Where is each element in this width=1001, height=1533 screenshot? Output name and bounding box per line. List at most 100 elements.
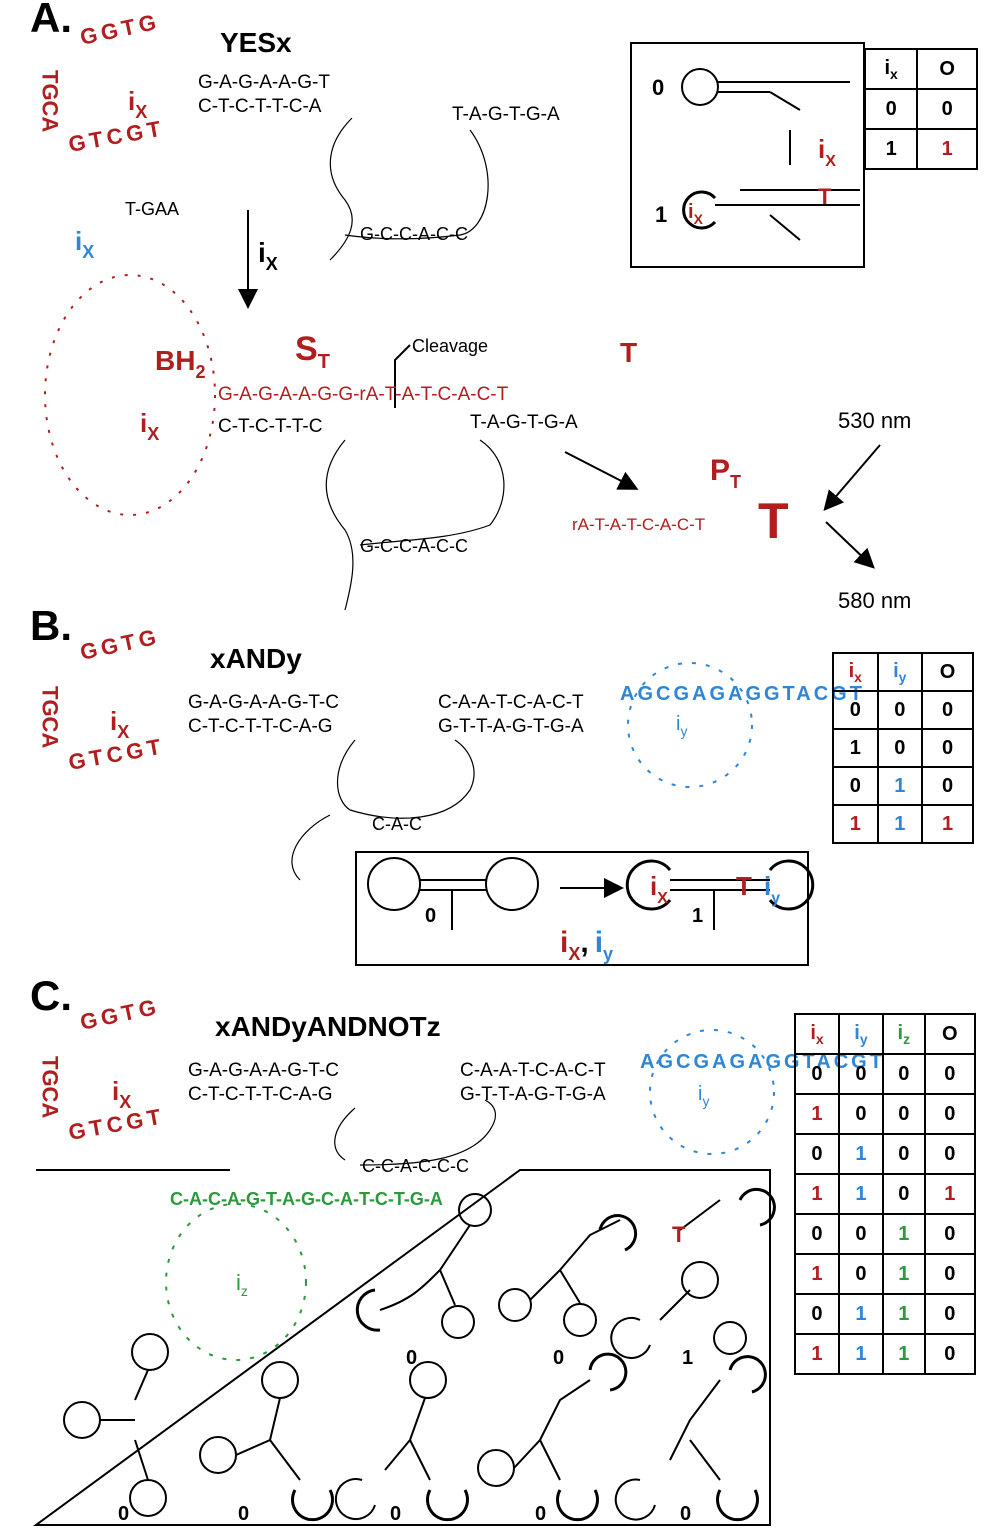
- truth-cell: 0: [923, 1053, 977, 1095]
- ix-loop-b-top: GGTG: [78, 624, 162, 665]
- truth-cell: 0: [916, 88, 978, 130]
- ix-loop-a1-top: GGTG: [78, 9, 162, 50]
- schematic-a-t: T: [818, 184, 832, 209]
- truth-cell: 0: [921, 728, 974, 768]
- truth-cell: 1: [881, 1253, 926, 1295]
- iz-label: iz: [236, 1270, 248, 1299]
- schematic-b-inputs: iX,iy: [560, 926, 613, 964]
- truth-cell: 1: [863, 128, 919, 170]
- schematic-b-0: 0: [425, 905, 436, 927]
- panel-b-title: xANDy: [210, 643, 302, 674]
- backbone-a1: [329, 117, 489, 261]
- stem-a1-top: G-A-G-A-A-G-T: [198, 72, 330, 93]
- schematic-b-stem1: [670, 879, 770, 930]
- stem-a2-bot: C-T-C-T-T-C: [218, 416, 322, 437]
- product-t: T: [758, 493, 789, 549]
- iy-label-b: iy: [676, 713, 687, 739]
- arrow-530: [823, 444, 881, 512]
- schematic-b-right1: [768, 859, 815, 911]
- mid-c: C-C-A-C-C-C: [362, 1156, 469, 1176]
- ix-loop-c-left: TGCA: [38, 1056, 63, 1118]
- truth-cell: 0: [876, 728, 924, 768]
- truth-cell: 0: [837, 1253, 884, 1295]
- mini-3-out: 1: [682, 1347, 693, 1369]
- pt-label: PT: [710, 454, 741, 492]
- arrow-a-label: iX: [258, 237, 278, 274]
- mini-struct-2: [498, 1214, 638, 1337]
- st-label: ST: [295, 330, 330, 373]
- schematic-b-loop-left: [367, 857, 421, 911]
- truth-header-label: O: [942, 1022, 958, 1045]
- iy-label-c: iy: [698, 1083, 709, 1109]
- iz-loop-seq: C-A-C-A-G-T-A-G-C-A-T-C-T-G-A: [170, 1189, 443, 1209]
- truth-cell: 1: [837, 1173, 884, 1215]
- truth-cell: 1: [837, 1333, 884, 1375]
- stem-b-top: G-A-G-A-A-G-T-C: [188, 692, 339, 713]
- truth-cell: 1: [837, 1133, 884, 1175]
- ix-loop-a1-bottom: GTCGT: [67, 115, 167, 156]
- schematic-b-1: 1: [692, 905, 703, 927]
- backbone-c: [334, 1099, 497, 1166]
- cleavage-label: Cleavage: [412, 336, 488, 356]
- truth-cell: 0: [837, 1053, 884, 1095]
- truth-cell: 0: [923, 1093, 977, 1135]
- truth-header-label: i: [897, 1021, 904, 1044]
- truth-header: iy: [837, 1013, 884, 1055]
- truth-header-sub: x: [854, 668, 862, 685]
- stem-a1-bot: C-T-C-T-T-C-A: [198, 96, 322, 117]
- truth-cell: 1: [876, 766, 924, 806]
- schematic-a-loop1: [682, 190, 717, 230]
- truth-cell: 0: [881, 1093, 926, 1135]
- iy-loop-b: AGCGAGAGGTACGT: [620, 683, 865, 705]
- truth-cell: 0: [794, 1293, 840, 1335]
- right-b-top: C-A-A-T-C-A-C-T: [438, 692, 584, 713]
- label-580: 580 nm: [838, 588, 911, 613]
- label-530: 530 nm: [838, 408, 911, 433]
- truth-cell: 0: [863, 88, 919, 130]
- backbone-a2: [325, 439, 505, 611]
- iy-loop-b-ring: [627, 662, 753, 788]
- schematic-b-ix: iX: [650, 871, 668, 907]
- truth-cell: 1: [794, 1093, 840, 1135]
- truth-header-label: i: [884, 56, 890, 79]
- schematic-b-left1: [625, 859, 672, 911]
- product-seq: rA-T-A-T-C-A-C-T: [572, 515, 705, 534]
- arrow-product: [564, 451, 639, 490]
- substrate-t: T: [620, 337, 637, 368]
- truth-cell: 1: [923, 1173, 977, 1215]
- truth-cell: 0: [923, 1253, 977, 1295]
- truth-cell: 1: [794, 1333, 840, 1375]
- truth-header-sub: x: [890, 65, 898, 82]
- truth-cell: 1: [881, 1333, 926, 1375]
- panel-b-letter: B.: [30, 602, 72, 649]
- mini-struct-8: [614, 1355, 767, 1522]
- ix-label-c: iX: [112, 1076, 131, 1112]
- iz-loop-ring: [165, 1203, 307, 1361]
- ix-loop-a2: [44, 274, 216, 516]
- ix-label-a2-blue: iX: [75, 226, 94, 262]
- truth-cell: 0: [832, 690, 879, 730]
- truth-header-sub: y: [859, 1030, 868, 1047]
- mini-struct-3: [610, 1187, 776, 1359]
- truth-cell: 0: [794, 1053, 840, 1095]
- truth-cell: 0: [923, 1293, 977, 1335]
- mini-2-out: 0: [553, 1347, 564, 1369]
- backbone-b: [291, 739, 475, 881]
- ix-label-a1: iX: [128, 86, 147, 122]
- right-b-bot: G-T-T-A-G-T-G-A: [438, 716, 584, 737]
- cleavage-pointer: [394, 344, 411, 408]
- truth-header-sub: y: [898, 668, 907, 685]
- truth-cell: 0: [794, 1133, 840, 1175]
- panel-a-letter: A.: [30, 0, 72, 41]
- truth-cell: 1: [837, 1293, 884, 1335]
